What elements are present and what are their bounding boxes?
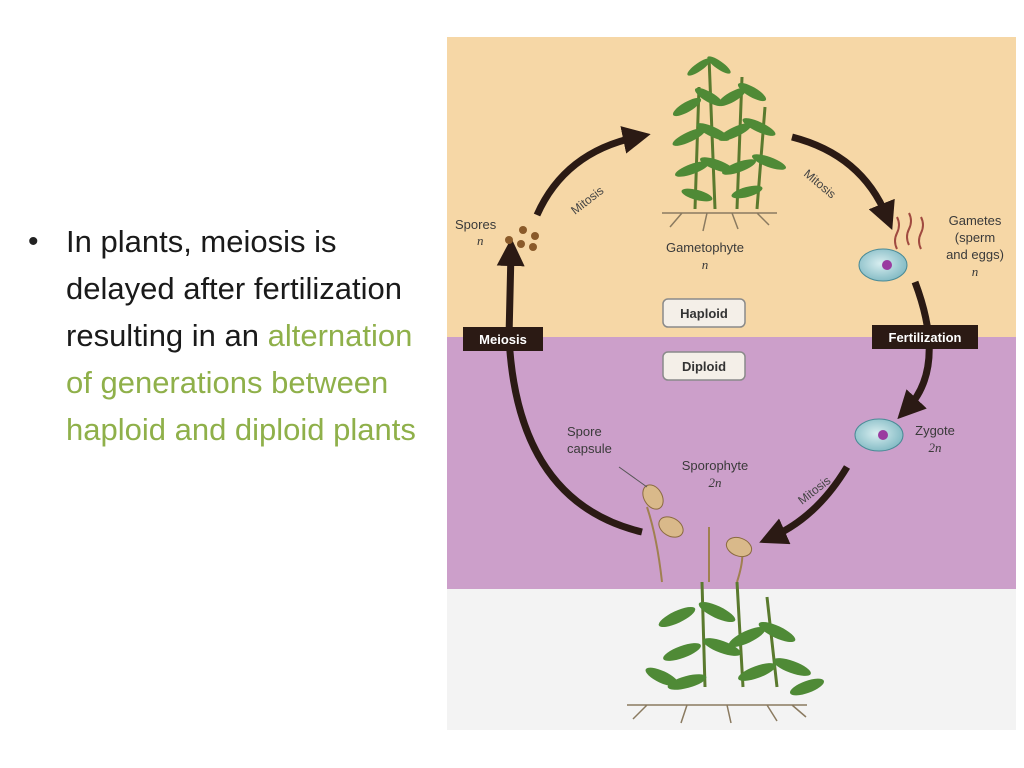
fertilization-arrow xyxy=(897,280,933,420)
bullet-text-highlight: alternation of generations between haplo… xyxy=(66,318,416,447)
zygote-label: Zygote xyxy=(915,423,955,438)
zygote-illustration xyxy=(854,418,904,452)
mitosis-arrow-left xyxy=(533,126,651,217)
ground-region xyxy=(447,589,1016,730)
gametes-label-line1: Gametes xyxy=(949,213,1002,228)
haploid-region xyxy=(447,37,1016,337)
haploid-box xyxy=(662,298,746,328)
spores-label: Spores xyxy=(455,217,497,232)
meiosis-label: Meiosis xyxy=(479,332,527,347)
haploid-label: Haploid xyxy=(680,306,728,321)
gametes-label-line3: and eggs) xyxy=(946,247,1004,262)
spores-illustration xyxy=(505,226,539,251)
mitosis-arrow-bottom xyxy=(759,465,851,545)
spores-ploidy: n xyxy=(477,233,484,248)
gametophyte-plant-illustration xyxy=(662,56,787,232)
zygote-ploidy: 2n xyxy=(929,440,942,455)
life-cycle-diagram: Mitosis Mitosis Mitosis xyxy=(447,37,1016,730)
sporophyte-plant-illustration xyxy=(618,466,825,724)
fertilization-label: Fertilization xyxy=(889,330,962,345)
gametophyte-label: Gametophyte xyxy=(666,240,744,255)
bullet-text: In plants, meiosis is delayed after fert… xyxy=(66,218,426,453)
gametes-label-line2: (sperm xyxy=(955,230,995,245)
gametophyte-ploidy: n xyxy=(702,257,709,272)
bullet-text-plain: In plants, meiosis is delayed after fert… xyxy=(66,224,403,353)
spore-capsule-label-line2: capsule xyxy=(567,441,612,456)
sporophyte-label: Sporophyte xyxy=(682,458,749,473)
sporophyte-ploidy: 2n xyxy=(709,475,722,490)
fertilization-tag xyxy=(872,325,978,349)
diploid-box xyxy=(662,351,746,381)
diploid-label: Diploid xyxy=(682,359,726,374)
mitosis-arrow-right xyxy=(791,133,895,230)
life-cycle-figure: Mitosis Mitosis Mitosis xyxy=(447,37,1016,730)
gametes-illustration xyxy=(858,212,924,282)
bullet-dot: • xyxy=(28,225,39,258)
gametes-ploidy: n xyxy=(972,264,979,279)
spore-capsule-label-line1: Spore xyxy=(567,424,602,439)
meiosis-tag xyxy=(463,327,543,351)
meiosis-arrow xyxy=(496,238,643,536)
